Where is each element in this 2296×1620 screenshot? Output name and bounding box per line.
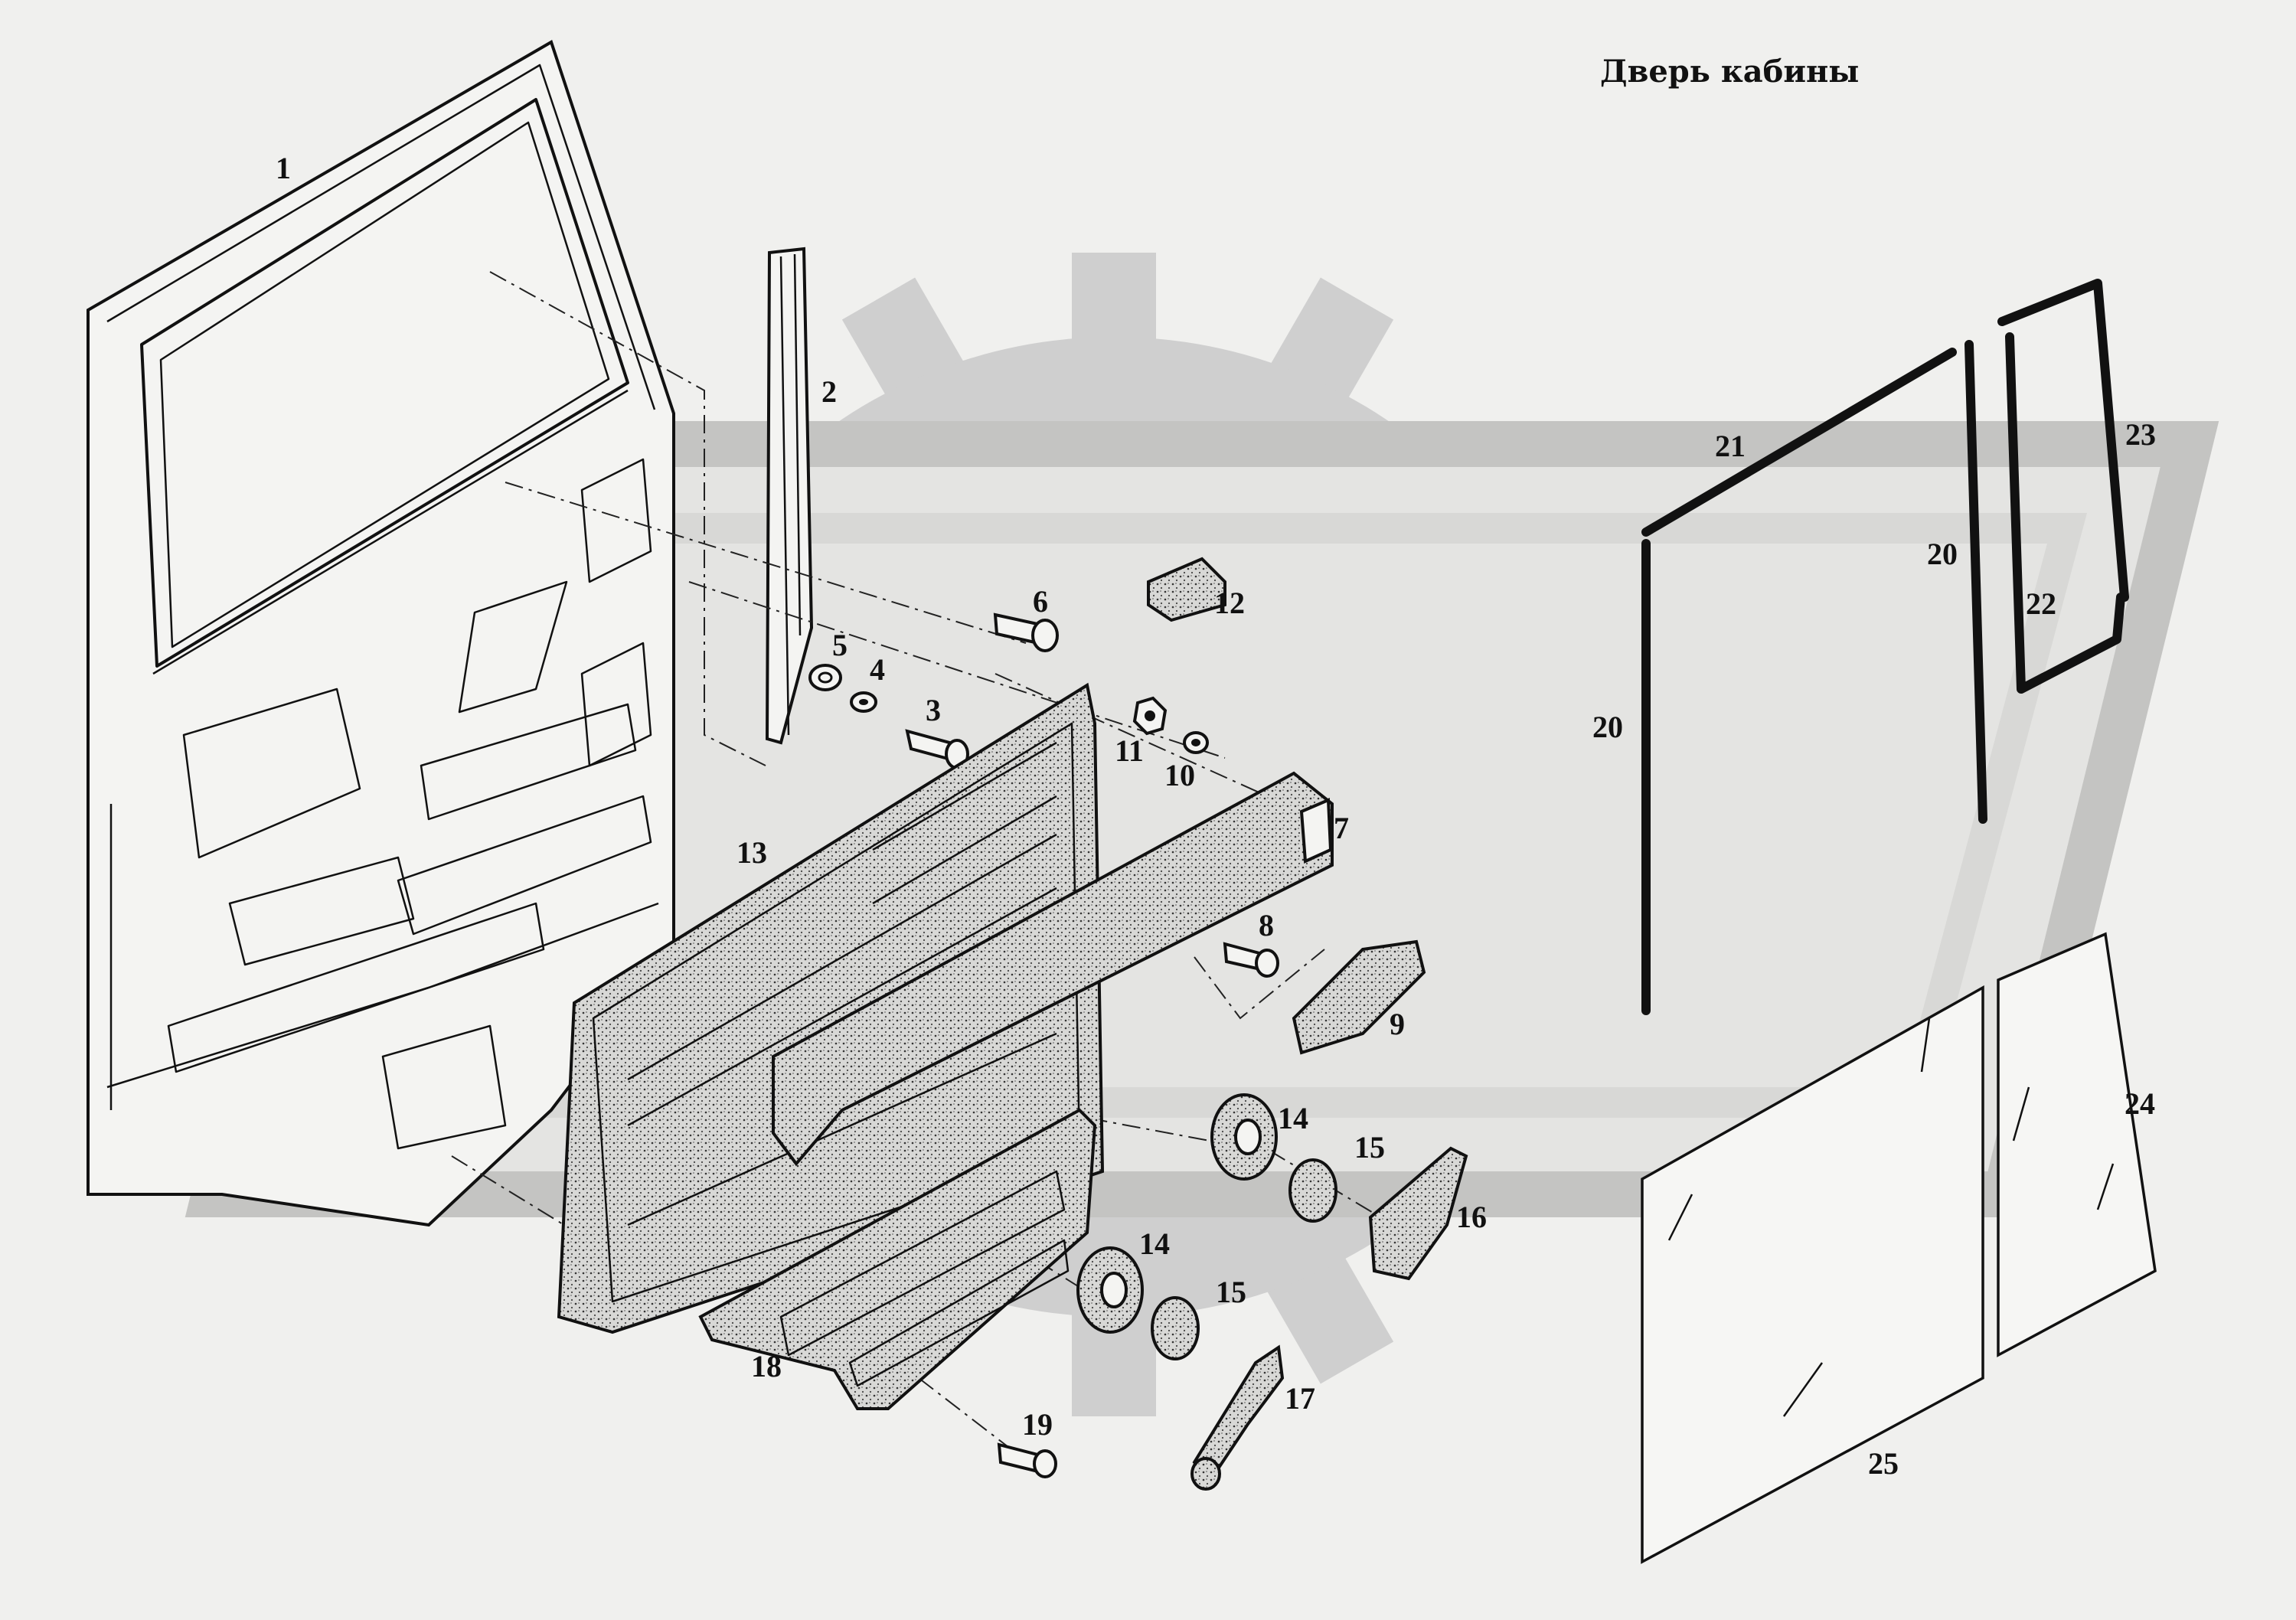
diagram-title: Дверь кабины [1600,54,1860,90]
callout-14-lower: 14 [1139,1226,1170,1261]
part-6-bolt [993,612,1059,652]
callout-7: 7 [1334,811,1349,845]
part-24-vent-glass [1997,932,2157,1357]
callout-23: 23 [2125,417,2156,452]
part-4-washer [850,691,877,713]
part-20-seal-right [1965,340,1987,824]
part-25-door-glass [1641,985,1984,1564]
callout-16: 16 [1456,1200,1487,1234]
part-12-clip [1147,557,1226,622]
callout-3: 3 [926,693,941,727]
callout-24: 24 [2125,1086,2155,1121]
part-9-door-handle [1292,939,1426,1055]
callout-13: 13 [736,835,767,870]
part-19-screw [997,1442,1057,1478]
part-1-door-shell [87,40,675,1227]
callout-2: 2 [821,374,837,409]
callout-21: 21 [1715,429,1746,463]
callout-6: 6 [1033,584,1048,619]
part-10-washer [1183,731,1209,754]
part-14-escutcheon-lower [1076,1246,1144,1334]
part-11-nut [1132,696,1168,736]
part-7-armrest [772,771,1334,1167]
callout-19: 19 [1022,1407,1053,1442]
callout-10: 10 [1164,758,1195,792]
callout-4: 4 [870,652,885,687]
part-15-spring-lower [1151,1296,1200,1360]
callout-11: 11 [1115,733,1144,768]
part-17-window-crank [1190,1344,1285,1491]
callout-1: 1 [276,151,291,185]
part-23-vent-window-frame-seal [1997,279,2129,602]
callout-8: 8 [1259,908,1274,942]
callout-15-upper: 15 [1354,1130,1385,1164]
part-15-spring-upper [1288,1158,1337,1223]
callout-17: 17 [1285,1381,1315,1416]
part-16-door-opener-handle [1368,1146,1468,1281]
part-21-seal-top [1641,348,1957,537]
callout-12: 12 [1214,586,1245,620]
callout-5: 5 [832,628,848,662]
part-18-lower-trim-panel [698,1108,1097,1410]
callout-25: 25 [1868,1446,1899,1481]
callout-20-right: 20 [1927,537,1958,571]
callout-14-upper: 14 [1278,1101,1308,1135]
callout-9: 9 [1390,1007,1405,1041]
part-14-escutcheon-upper [1210,1093,1278,1181]
part-22-vent-window-seal [2005,332,2125,694]
callout-22: 22 [2026,586,2056,621]
callout-18: 18 [751,1349,782,1383]
callout-20-left: 20 [1592,710,1623,744]
part-5-washer [808,664,842,691]
callout-15-lower: 15 [1216,1275,1246,1309]
part-8-screw [1223,942,1279,978]
